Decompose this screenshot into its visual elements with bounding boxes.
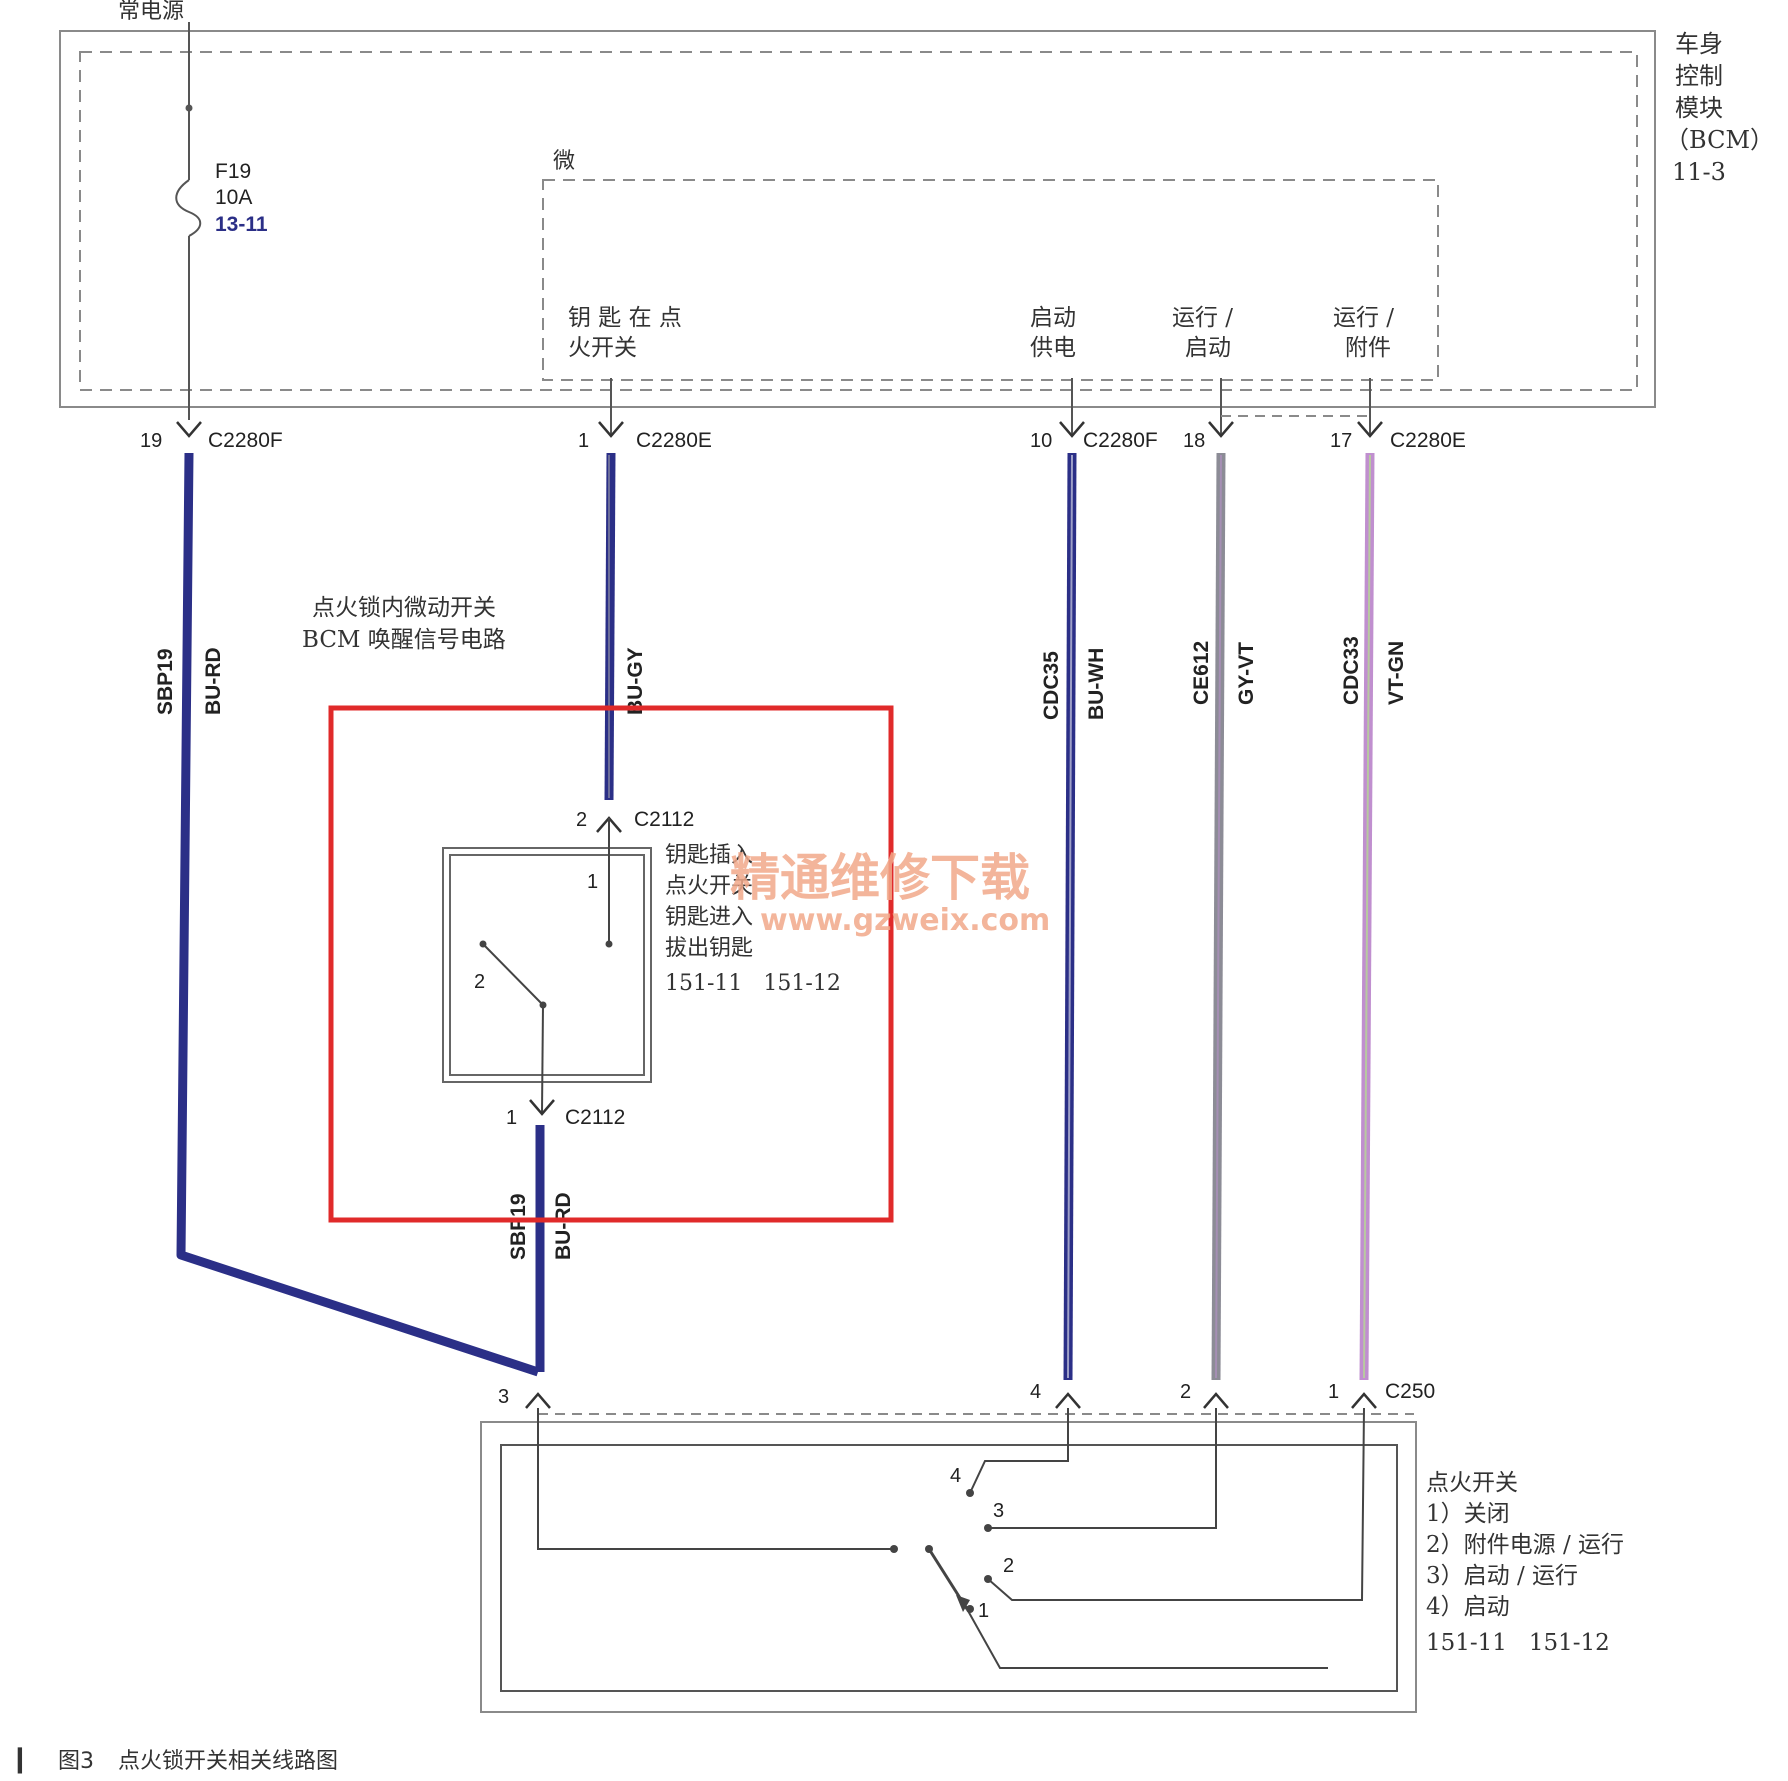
wire-circuit-label: CDC33	[1340, 636, 1363, 705]
watermark-title: 精通维修下载	[730, 849, 1030, 907]
contact-label: 2	[1003, 1555, 1014, 1577]
connector-arrow	[1203, 1392, 1229, 1409]
connector-name: C2280F	[1083, 429, 1158, 452]
connector-name: C2112	[634, 808, 694, 831]
connector-arrow	[176, 421, 202, 438]
label-start-supply: 启动 供电	[1030, 305, 1083, 361]
label-key-in-ignition: 钥 匙 在 点 火开关	[568, 305, 689, 361]
highlight-box	[328, 705, 894, 1223]
ignition-switch-inner	[500, 1444, 1398, 1692]
switch-pin-label: 1	[587, 871, 598, 893]
pin-number: 4	[1030, 1381, 1041, 1403]
wires	[176, 452, 1375, 1381]
bcm-micro-dashed	[542, 179, 1439, 381]
highlight-label: 点火锁内微动开关 BCM 唤醒信号电路	[302, 595, 506, 653]
connector-name: C2112	[565, 1106, 625, 1129]
label-run-start: 运行 / 启动	[1172, 305, 1240, 361]
contact-label: 3	[993, 1500, 1004, 1522]
connector-name: C250	[1385, 1380, 1435, 1403]
ignition-switch: 4 3 2 1 点火开关 1）关闭 2）附件电源 / 运行 3）启动 / 运行 …	[480, 1407, 1631, 1713]
micro-switch-refs: 151-11 151-12	[665, 971, 841, 996]
wire-color-label: GY-VT	[1235, 642, 1258, 705]
connector-arrow	[525, 1392, 551, 1409]
pin-number: 1	[1328, 1381, 1339, 1403]
bcm-title-line: 控制	[1675, 62, 1723, 90]
contact-label: 1	[978, 1600, 989, 1622]
splice-dot	[185, 104, 193, 112]
connector-arrow	[1055, 1392, 1081, 1409]
switch-contact	[966, 1605, 974, 1613]
bcm-inner-dashed	[79, 51, 1638, 391]
bcm-outer-frame	[59, 30, 1656, 408]
connector-arrow	[598, 421, 624, 438]
switch-contact	[890, 1545, 898, 1553]
caption-title: 点火锁开关相关线路图	[118, 1749, 338, 1774]
bcm-title-line: 车身	[1675, 30, 1723, 58]
wire-color-label: BU-RD	[552, 1192, 575, 1260]
pin-number: 2	[576, 809, 587, 831]
fuse-symbol	[175, 179, 202, 237]
bcm-title: 车身 控制 模块 （BCM） 11-3	[1665, 30, 1782, 186]
bcm-title-line: （BCM）	[1665, 126, 1774, 154]
ignition-switch-legend: 点火开关 1）关闭 2）附件电源 / 运行 3）启动 / 运行 4）启动	[1426, 1470, 1631, 1620]
wire-circuit-label: CDC35	[1040, 651, 1063, 720]
wire-circuit-label: CE612	[1190, 641, 1213, 705]
pin-number: 3	[498, 1386, 509, 1408]
pin-number: 2	[1180, 1381, 1191, 1403]
caption-figure-number: 图3	[58, 1749, 94, 1774]
switch-blade	[482, 943, 544, 1006]
connector-name: C2280F	[208, 429, 283, 452]
pin-number: 18	[1183, 430, 1205, 452]
watermark-url: www.gzweix.com	[760, 903, 1050, 938]
wire-sbp19	[176, 452, 540, 1377]
power-feed: 常电源 F19 10A 13-11	[118, 0, 268, 420]
wire-circuit-label: SBP19	[154, 648, 177, 715]
wire-circuit-label: SBP19	[507, 1193, 530, 1260]
c250-connectors: 3 4 2 1 C250	[498, 1380, 1435, 1415]
wire-color-label: BU-RD	[202, 647, 225, 715]
switch-pin-label: 2	[474, 971, 485, 993]
micro-switch-box	[442, 847, 652, 1083]
connector-arrow	[529, 1099, 555, 1116]
connector-arrow	[1351, 1392, 1377, 1409]
switch-contact	[605, 940, 613, 948]
wire-color-label: BU-WH	[1085, 648, 1108, 720]
wire-labels: SBP19 BU-RD BU-GY CDC35 BU-WH CE612 GY-V…	[154, 636, 1408, 1260]
connector-arrow	[1059, 421, 1085, 438]
pin-number: 1	[578, 430, 589, 452]
contact-label: 4	[950, 1465, 961, 1487]
connector-arrow	[1357, 421, 1383, 438]
bcm-title-line: 模块	[1675, 94, 1723, 122]
power-source-label: 常电源	[118, 0, 184, 24]
ignition-switch-refs: 151-11 151-12	[1426, 1630, 1610, 1656]
wire-color-label: BU-GY	[624, 647, 647, 715]
bcm-module: 微 车身 控制 模块 （BCM） 11-3 钥 匙 在 点 火开关 启动 供电 …	[59, 30, 1782, 408]
label-run-accessory: 运行 / 附件	[1333, 305, 1401, 361]
bcm-micro-label: 微	[553, 149, 575, 174]
pin-number: 1	[506, 1107, 517, 1129]
watermark: 精通维修下载 www.gzweix.com	[730, 849, 1050, 938]
micro-switch-notes: 钥匙插入 点火开关 钥匙进入 拔出钥匙	[665, 843, 760, 961]
connector-arrow	[1208, 421, 1234, 438]
connector-name: C2280E	[1390, 429, 1466, 452]
pin-number: 17	[1330, 430, 1352, 452]
pin-number: 19	[140, 430, 162, 452]
figure-caption: ▎ 图3 点火锁开关相关线路图	[17, 1747, 338, 1774]
ignition-switch-outer	[480, 1421, 1417, 1713]
bcm-title-line: 11-3	[1672, 158, 1726, 186]
pin-number: 10	[1030, 430, 1052, 452]
wire-color-label: VT-GN	[1385, 641, 1408, 705]
caption-marker: ▎	[17, 1747, 35, 1774]
micro-switch-area: 点火锁内微动开关 BCM 唤醒信号电路 2 C2112 1 2 钥匙插入 点火开…	[302, 595, 894, 1223]
fuse-label: F19 10A 13-11	[215, 160, 268, 236]
bcm-connectors: 19 C2280F 1 C2280E 10 C2280F 18 17 C2280…	[140, 378, 1466, 452]
connector-name: C2280E	[636, 429, 712, 452]
